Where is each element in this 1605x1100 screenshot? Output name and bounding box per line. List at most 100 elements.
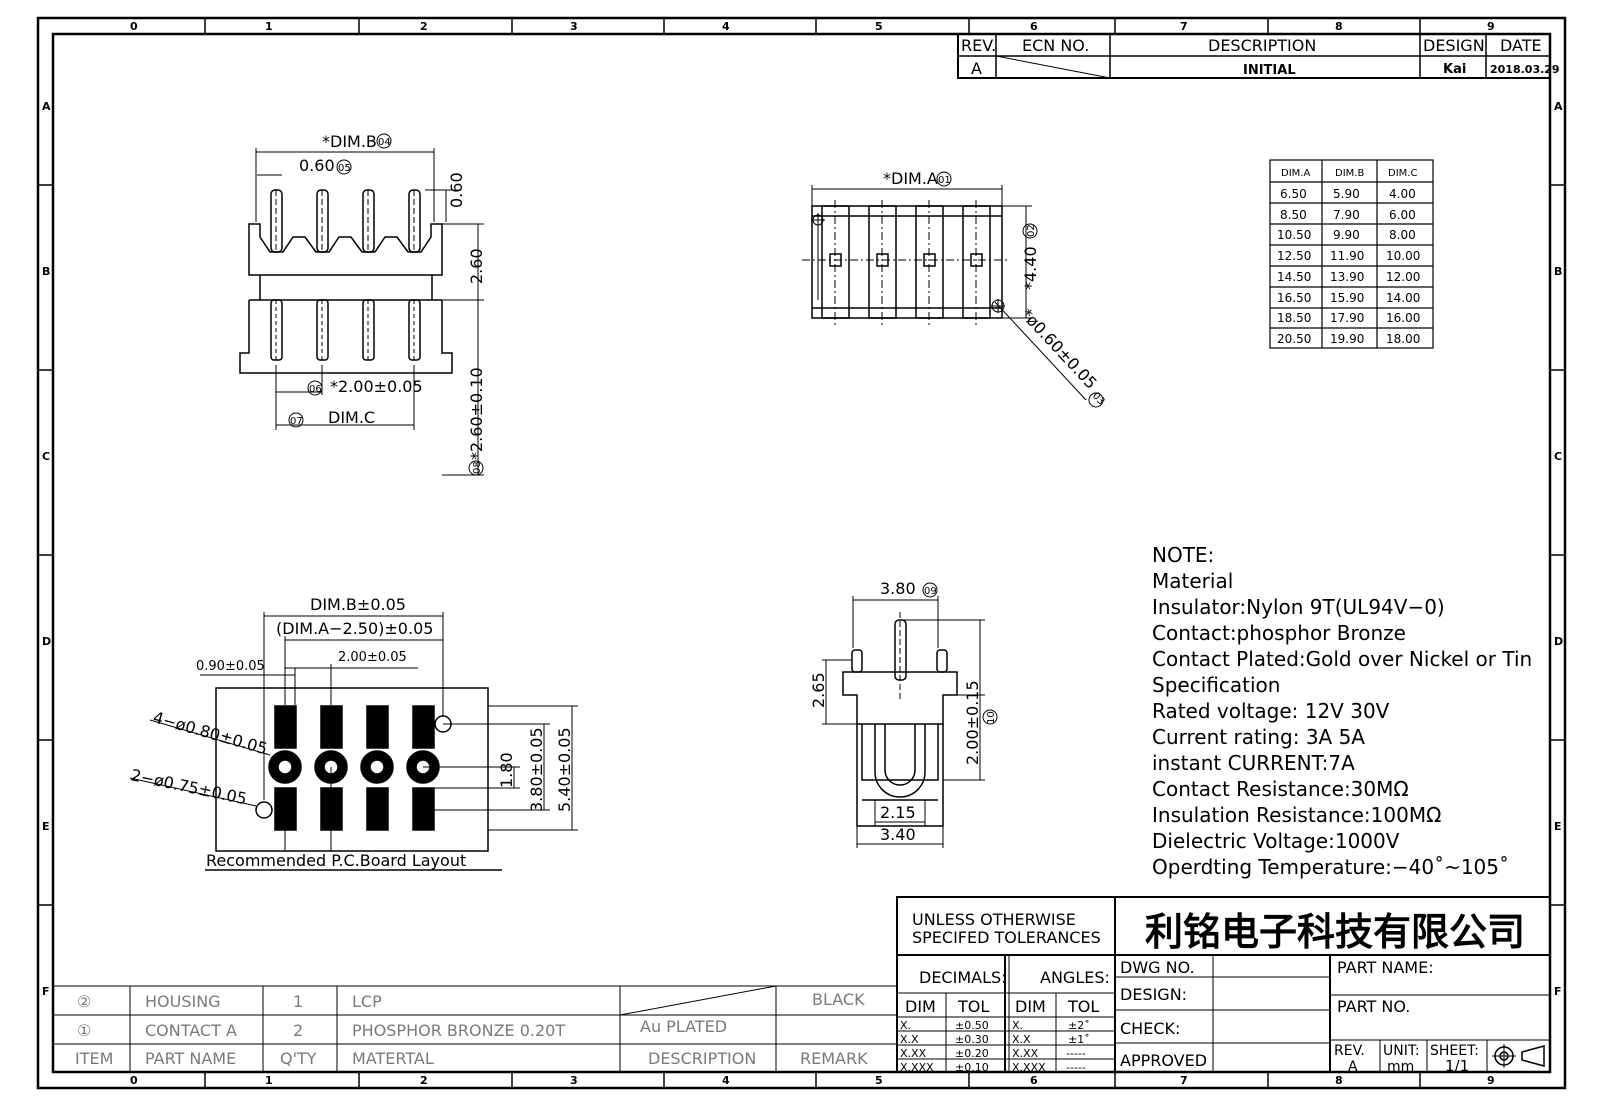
dim-cell: 16.00	[1386, 311, 1420, 325]
dim-header: DIM	[905, 997, 936, 1016]
dim-cell: 19.90	[1330, 332, 1364, 346]
pcb-layout	[215, 687, 489, 852]
title-block	[896, 896, 1551, 1073]
dim-cell: 8.00	[1389, 228, 1416, 242]
decimals-label: DECIMALS:	[919, 968, 1007, 987]
rev-header: REV.	[961, 36, 996, 55]
bom-part-name: CONTACT A	[145, 1021, 237, 1040]
dim-cell: 14.50	[1277, 270, 1311, 284]
zone-col-6: 6	[1030, 20, 1038, 33]
zone-col-2: 2	[420, 20, 428, 33]
dim-c-label: DIM.C	[328, 408, 375, 427]
zone-row-f: F	[42, 985, 50, 998]
rev-value-tb: A	[1348, 1059, 1358, 1075]
description-value: INITIAL	[1243, 63, 1296, 78]
unit-value: mm	[1387, 1059, 1414, 1075]
pcb-row-span: 3.80±0.05	[527, 727, 546, 812]
side-view-labels: 3.80 09 2.65 2.00±0.15 10 2.15 3.40	[809, 579, 998, 844]
pin-dia-label: *ø0.60±0.05	[1017, 305, 1101, 393]
front-view-dims	[255, 148, 484, 476]
tol-cell: ±0.50	[955, 1019, 989, 1032]
bom-material: PHOSPHOR BRONZE 0.20T	[352, 1021, 565, 1040]
date-value: 2018.03.29	[1490, 63, 1560, 76]
bom-text: ② HOUSING 1 LCP BLACK ① CONTACT A 2 PHOS…	[75, 990, 868, 1068]
tol-cell: X.	[900, 1019, 911, 1032]
balloon-05-label: 05	[338, 163, 351, 174]
top-view	[802, 200, 1010, 325]
front-view	[239, 189, 453, 374]
bom-header-remark: REMARK	[800, 1049, 868, 1068]
zone-row-c: C	[42, 450, 50, 463]
zone-col-9-bottom: 9	[1487, 1074, 1495, 1087]
tol-cell: -----	[1066, 1061, 1086, 1074]
bom-remark: BLACK	[812, 990, 865, 1009]
pcb-caption: Recommended P.C.Board Layout	[206, 851, 466, 870]
dim-table	[1269, 159, 1434, 349]
rev-value: A	[971, 59, 982, 78]
note-line: instant CURRENT:7A	[1152, 751, 1355, 775]
side-inner: 2.15	[880, 803, 916, 822]
balloon-03-label: 03	[1090, 391, 1107, 408]
zone-col-7-bottom: 7	[1180, 1074, 1188, 1087]
approved-label: APPROVED	[1120, 1051, 1207, 1070]
dim-cell: 18.50	[1277, 311, 1311, 325]
side-height: 2.65	[809, 672, 828, 708]
zone-row-a: A	[42, 100, 51, 113]
balloon-09	[922, 582, 938, 598]
pcb-row-gap: 1.80	[497, 752, 516, 788]
bom-header-material: MATERTAL	[352, 1049, 434, 1068]
pcb-edge: 0.90±0.05	[196, 659, 265, 674]
balloon-01-label: 01	[938, 175, 951, 186]
balloon-05	[336, 159, 352, 175]
tol-cell: ±2˚	[1068, 1019, 1090, 1032]
note-line: Insulation Resistance:100MΩ	[1152, 803, 1441, 827]
company-name: 利铭电子科技有限公司	[1145, 910, 1525, 954]
bom-header-part-name: PART NAME	[145, 1049, 236, 1068]
design-header: DESIGN	[1423, 36, 1485, 55]
tol-cell: X.XX	[1012, 1047, 1039, 1060]
zone-row-c-right: C	[1554, 450, 1562, 463]
dwg-no-label: DWG NO.	[1120, 958, 1195, 977]
bom-header-qty: Q'TY	[280, 1049, 317, 1068]
note-line: Dielectric Voltage:1000V	[1152, 829, 1400, 853]
sheet-label: SHEET:	[1430, 1043, 1479, 1059]
balloon-08-label: 08	[472, 461, 483, 474]
note-line: Contact Resistance:30MΩ	[1152, 777, 1409, 801]
bom-qty: 2	[293, 1021, 303, 1040]
tol-cell: X.XX	[900, 1047, 927, 1060]
zone-col-1-bottom: 1	[265, 1074, 273, 1087]
tol-cell: X.XXX	[1012, 1061, 1046, 1074]
title-block-text: UNLESS OTHERWISE SPECIFED TOLERANCES 利铭电…	[900, 910, 1525, 1075]
dim-cell: 7.90	[1333, 208, 1360, 222]
balloon-03	[1088, 392, 1104, 408]
tol-cell: -----	[1066, 1047, 1086, 1060]
note-line: Contact Plated:Gold over Nickel or Tin	[1152, 647, 1532, 671]
tol-cell: ±0.10	[955, 1061, 989, 1074]
note-line: Operdting Temperature:−40˚~105˚	[1152, 855, 1509, 879]
bom-qty: 1	[293, 992, 303, 1011]
zone-col-7: 7	[1180, 20, 1188, 33]
zone-row-d-right: D	[1554, 635, 1563, 648]
zone-ticks	[38, 18, 1565, 1088]
dim-cell: 11.90	[1330, 249, 1364, 263]
sheet-value: 1/1	[1445, 1057, 1469, 1075]
balloon-04-label: 04	[378, 137, 391, 148]
bom-material: LCP	[352, 992, 382, 1011]
note-line: Current rating: 3A 5A	[1152, 725, 1365, 749]
note-line: Material	[1152, 569, 1233, 593]
note-line: Specification	[1152, 673, 1280, 697]
zone-col-6-bottom: 6	[1030, 1074, 1038, 1087]
dim-cell: 18.00	[1386, 332, 1420, 346]
pcb-layout-dims	[129, 612, 578, 871]
zone-col-5-bottom: 5	[875, 1074, 883, 1087]
zone-labels: 0 1 2 3 4 5 6 7 8 9 0 1 2 3 4 5 6 7 8 9 …	[42, 20, 1563, 1087]
balloon-10-label: 10	[986, 711, 997, 724]
balloon-09-label: 09	[924, 586, 937, 597]
dim-table-header-a: DIM.A	[1281, 168, 1310, 179]
dim-table-header-b: DIM.B	[1335, 168, 1364, 179]
dim-cell: 4.00	[1389, 187, 1416, 201]
bom-header-description: DESCRIPTION	[648, 1049, 756, 1068]
zone-col-1: 1	[265, 20, 273, 33]
bom-header-item: ITEM	[75, 1049, 113, 1068]
zone-row-f-right: F	[1554, 985, 1562, 998]
